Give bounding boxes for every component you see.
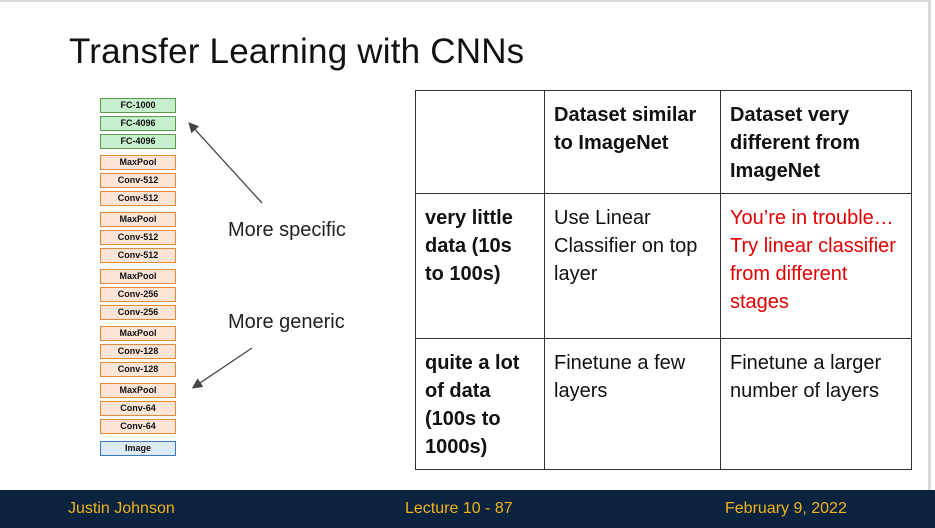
table-header-row: Dataset similar to ImageNet Dataset very… (415, 90, 912, 194)
row-header-lot-of-data: quite a lot of data (100s to 1000s) (415, 338, 545, 470)
cnn-layer-conv-512: Conv-512 (100, 173, 176, 188)
slide-title: Transfer Learning with CNNs (69, 32, 525, 71)
cell-little-different: You’re in trouble… Try linear classifier… (720, 193, 912, 339)
footer-date: February 9, 2022 (725, 500, 847, 517)
cnn-layer-fc-1000: FC-1000 (100, 98, 176, 113)
table-row: very little data (10s to 100s) Use Linea… (415, 193, 912, 339)
slide-frame (0, 0, 931, 490)
cell-lot-similar: Finetune a few layers (544, 338, 721, 470)
cnn-layer-maxpool: MaxPool (100, 269, 176, 284)
arrows-overlay (188, 122, 263, 389)
table-corner-cell (415, 90, 545, 194)
slide-footer: Justin Johnson Lecture 10 - 87 February … (0, 490, 935, 528)
more-generic-label: More generic (228, 311, 345, 333)
cnn-layer-conv-128: Conv-128 (100, 344, 176, 359)
arrow-up-icon (188, 122, 263, 204)
cnn-layer-fc-4096: FC-4096 (100, 134, 176, 149)
cnn-layer-conv-256: Conv-256 (100, 287, 176, 302)
cnn-layer-conv-256: Conv-256 (100, 305, 176, 320)
transfer-learning-table: Dataset similar to ImageNet Dataset very… (415, 90, 912, 470)
cnn-layer-conv-64: Conv-64 (100, 401, 176, 416)
cnn-layer-maxpool: MaxPool (100, 212, 176, 227)
cnn-layer-maxpool: MaxPool (100, 383, 176, 398)
table-row: quite a lot of data (100s to 1000s) Fine… (415, 338, 912, 470)
cell-lot-different: Finetune a larger number of layers (720, 338, 912, 470)
footer-lecture: Lecture 10 - 87 (405, 500, 513, 517)
more-specific-label: More specific (228, 219, 346, 241)
row-header-little-data: very little data (10s to 100s) (415, 193, 545, 339)
footer-author: Justin Johnson (68, 500, 175, 517)
cnn-layer-conv-128: Conv-128 (100, 362, 176, 377)
cnn-layer-conv-512: Conv-512 (100, 230, 176, 245)
cnn-layer-conv-512: Conv-512 (100, 248, 176, 263)
cnn-layer-maxpool: MaxPool (100, 155, 176, 170)
cnn-layer-conv-512: Conv-512 (100, 191, 176, 206)
arrow-down-icon (191, 347, 253, 389)
cnn-layer-image: Image (100, 441, 176, 456)
cell-little-similar: Use Linear Classifier on top layer (544, 193, 721, 339)
cnn-layer-conv-64: Conv-64 (100, 419, 176, 434)
cnn-layer-maxpool: MaxPool (100, 326, 176, 341)
header-similar: Dataset similar to ImageNet (544, 90, 721, 194)
cnn-layer-fc-4096: FC-4096 (100, 116, 176, 131)
header-different: Dataset very different from ImageNet (720, 90, 912, 194)
